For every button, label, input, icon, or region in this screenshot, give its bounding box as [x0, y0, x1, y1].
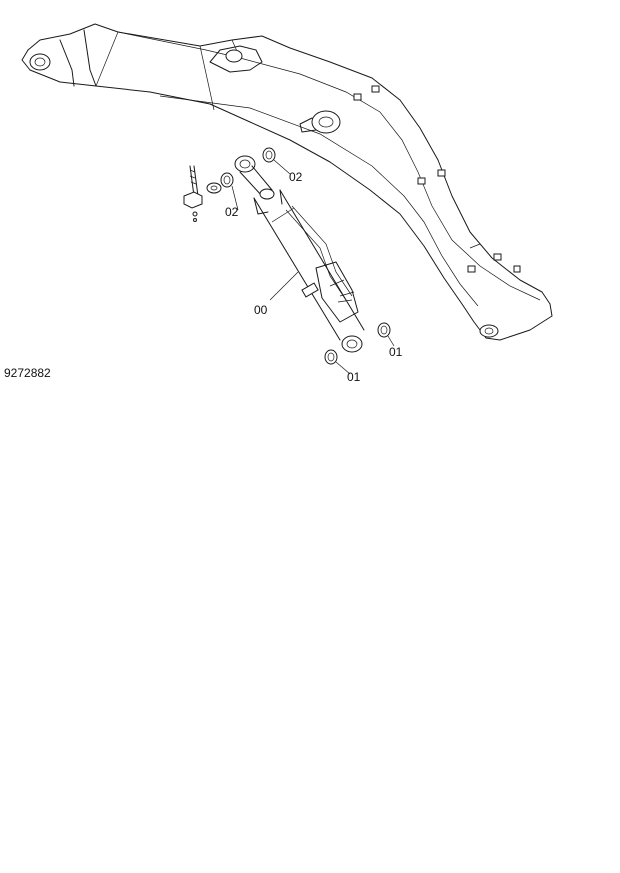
leader-lines: [231, 159, 395, 375]
callout-01-bottom: 01: [347, 370, 361, 384]
callout-02-left: 02: [225, 205, 239, 219]
boom-tip-pin: [479, 324, 499, 338]
boom-arm: [21, 23, 553, 341]
hydraulic-cylinder: [234, 155, 365, 353]
callout-02-right: 02: [289, 170, 303, 184]
bolt-hardware: [183, 165, 222, 222]
cylinder-mount-boss: [311, 110, 341, 134]
callout-01-right: 01: [389, 345, 403, 359]
drawing-number: 9272882: [4, 366, 51, 380]
bushing-top-a: [220, 172, 234, 188]
callout-00: 00: [254, 303, 268, 317]
bushing-bottom-b: [324, 349, 338, 365]
boom-foot-pin: [29, 53, 51, 71]
bushing-bottom-a: [377, 322, 391, 338]
bushing-top-b: [262, 147, 276, 163]
